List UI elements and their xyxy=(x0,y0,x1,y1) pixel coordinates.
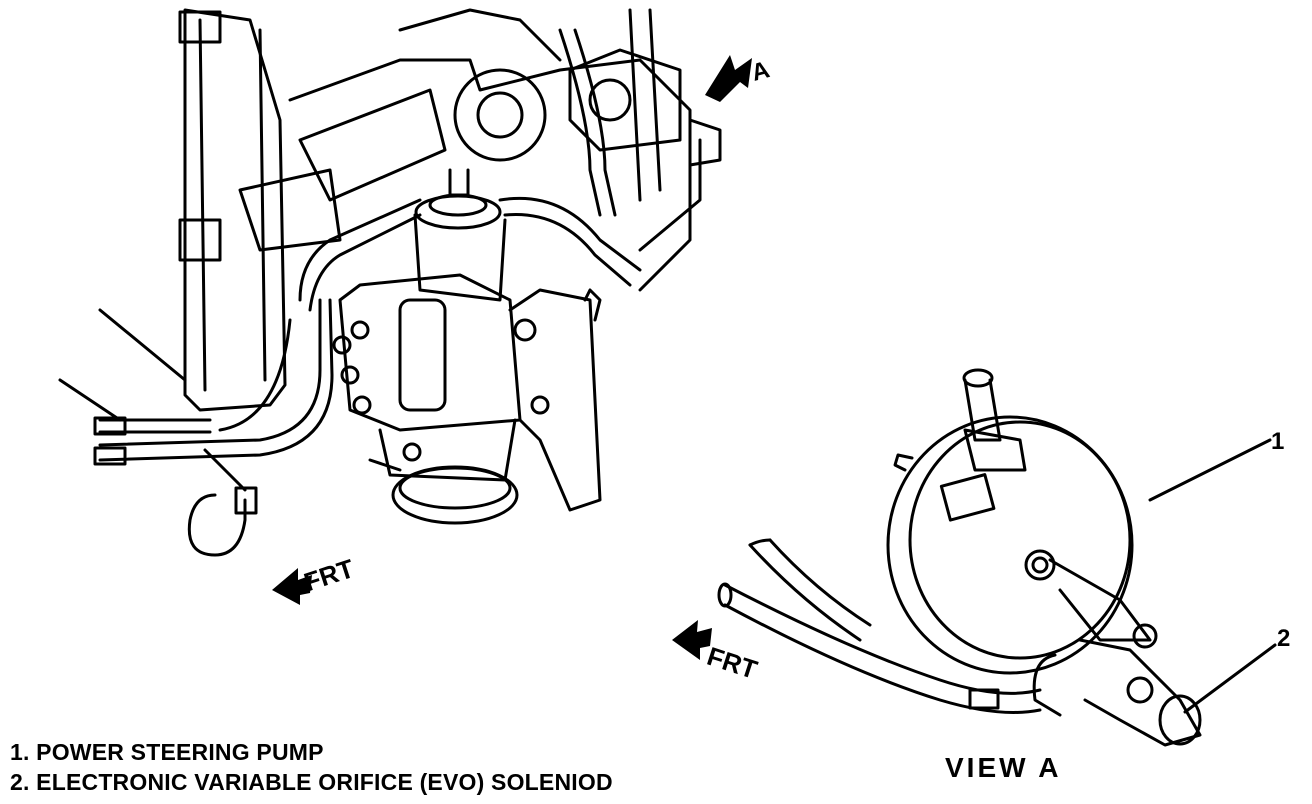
callout-1: 1 xyxy=(1271,428,1285,455)
callout-2: 2 xyxy=(1277,625,1291,652)
view-a-pump-detail xyxy=(886,368,1202,747)
hose-clamp xyxy=(187,448,258,557)
arrow-a-icon xyxy=(705,55,752,102)
hoses-and-lines xyxy=(93,28,702,466)
frt-arrow-detail-icon xyxy=(672,620,712,660)
legend-item-1: 1. POWER STEERING PUMP xyxy=(10,739,324,765)
callout-1-leader xyxy=(1148,438,1272,502)
view-a-caption: VIEW A xyxy=(945,752,1062,783)
callout-2-leader xyxy=(1183,643,1277,714)
legend-item-2: 2. ELECTRONIC VARIABLE ORIFICE (EVO) SOL… xyxy=(10,769,613,795)
frt-arrow-main-icon xyxy=(272,568,312,605)
power-steering-gear xyxy=(332,168,602,525)
radiator-shroud xyxy=(58,8,287,422)
engine-block-housing xyxy=(238,8,722,292)
view-a-pressure-hose xyxy=(717,538,1042,714)
